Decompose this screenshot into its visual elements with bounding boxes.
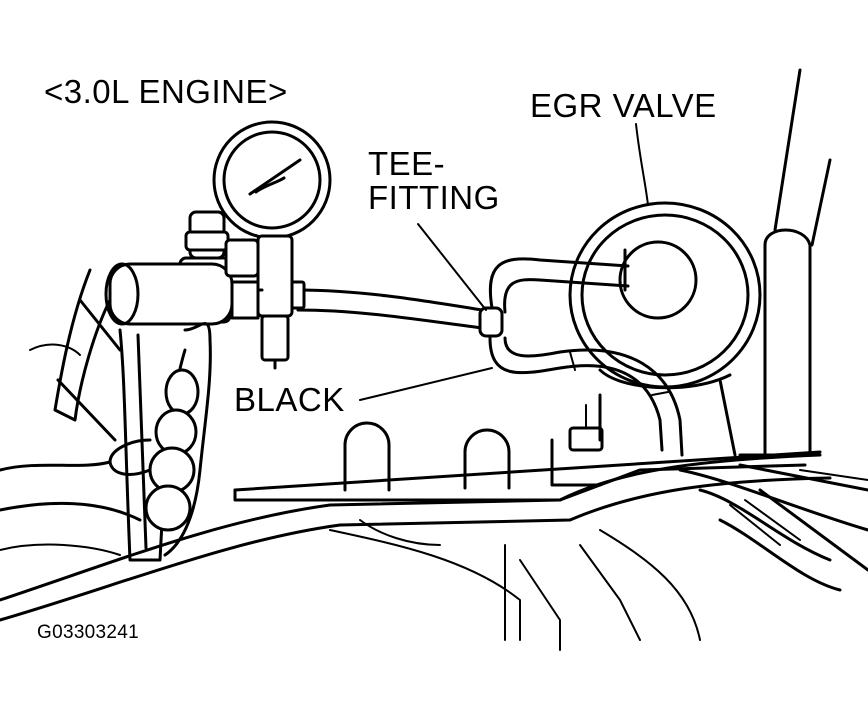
leader-tee-fitting [417,223,487,311]
tee-fitting-label-line2: FITTING [368,179,500,216]
egr-valve-label: EGR VALVE [530,87,717,124]
leader-black [359,367,493,401]
vacuum-hoses [296,257,684,457]
vacuum-gauge-icon [212,120,332,370]
hand-vacuum-pump-icon [0,210,264,562]
tee-fitting-icon [478,306,504,338]
egr-bracket [598,68,832,457]
black-hose-label: BLACK [234,381,345,418]
figure-code: G03303241 [37,622,140,643]
leader-lines [359,123,649,401]
engine-background [0,404,868,651]
tee-fitting-label-line1: TEE- [368,145,446,182]
leader-egr-valve [635,123,649,206]
egr-valve-icon [568,201,762,390]
engine-label: <3.0L ENGINE> [44,73,288,110]
